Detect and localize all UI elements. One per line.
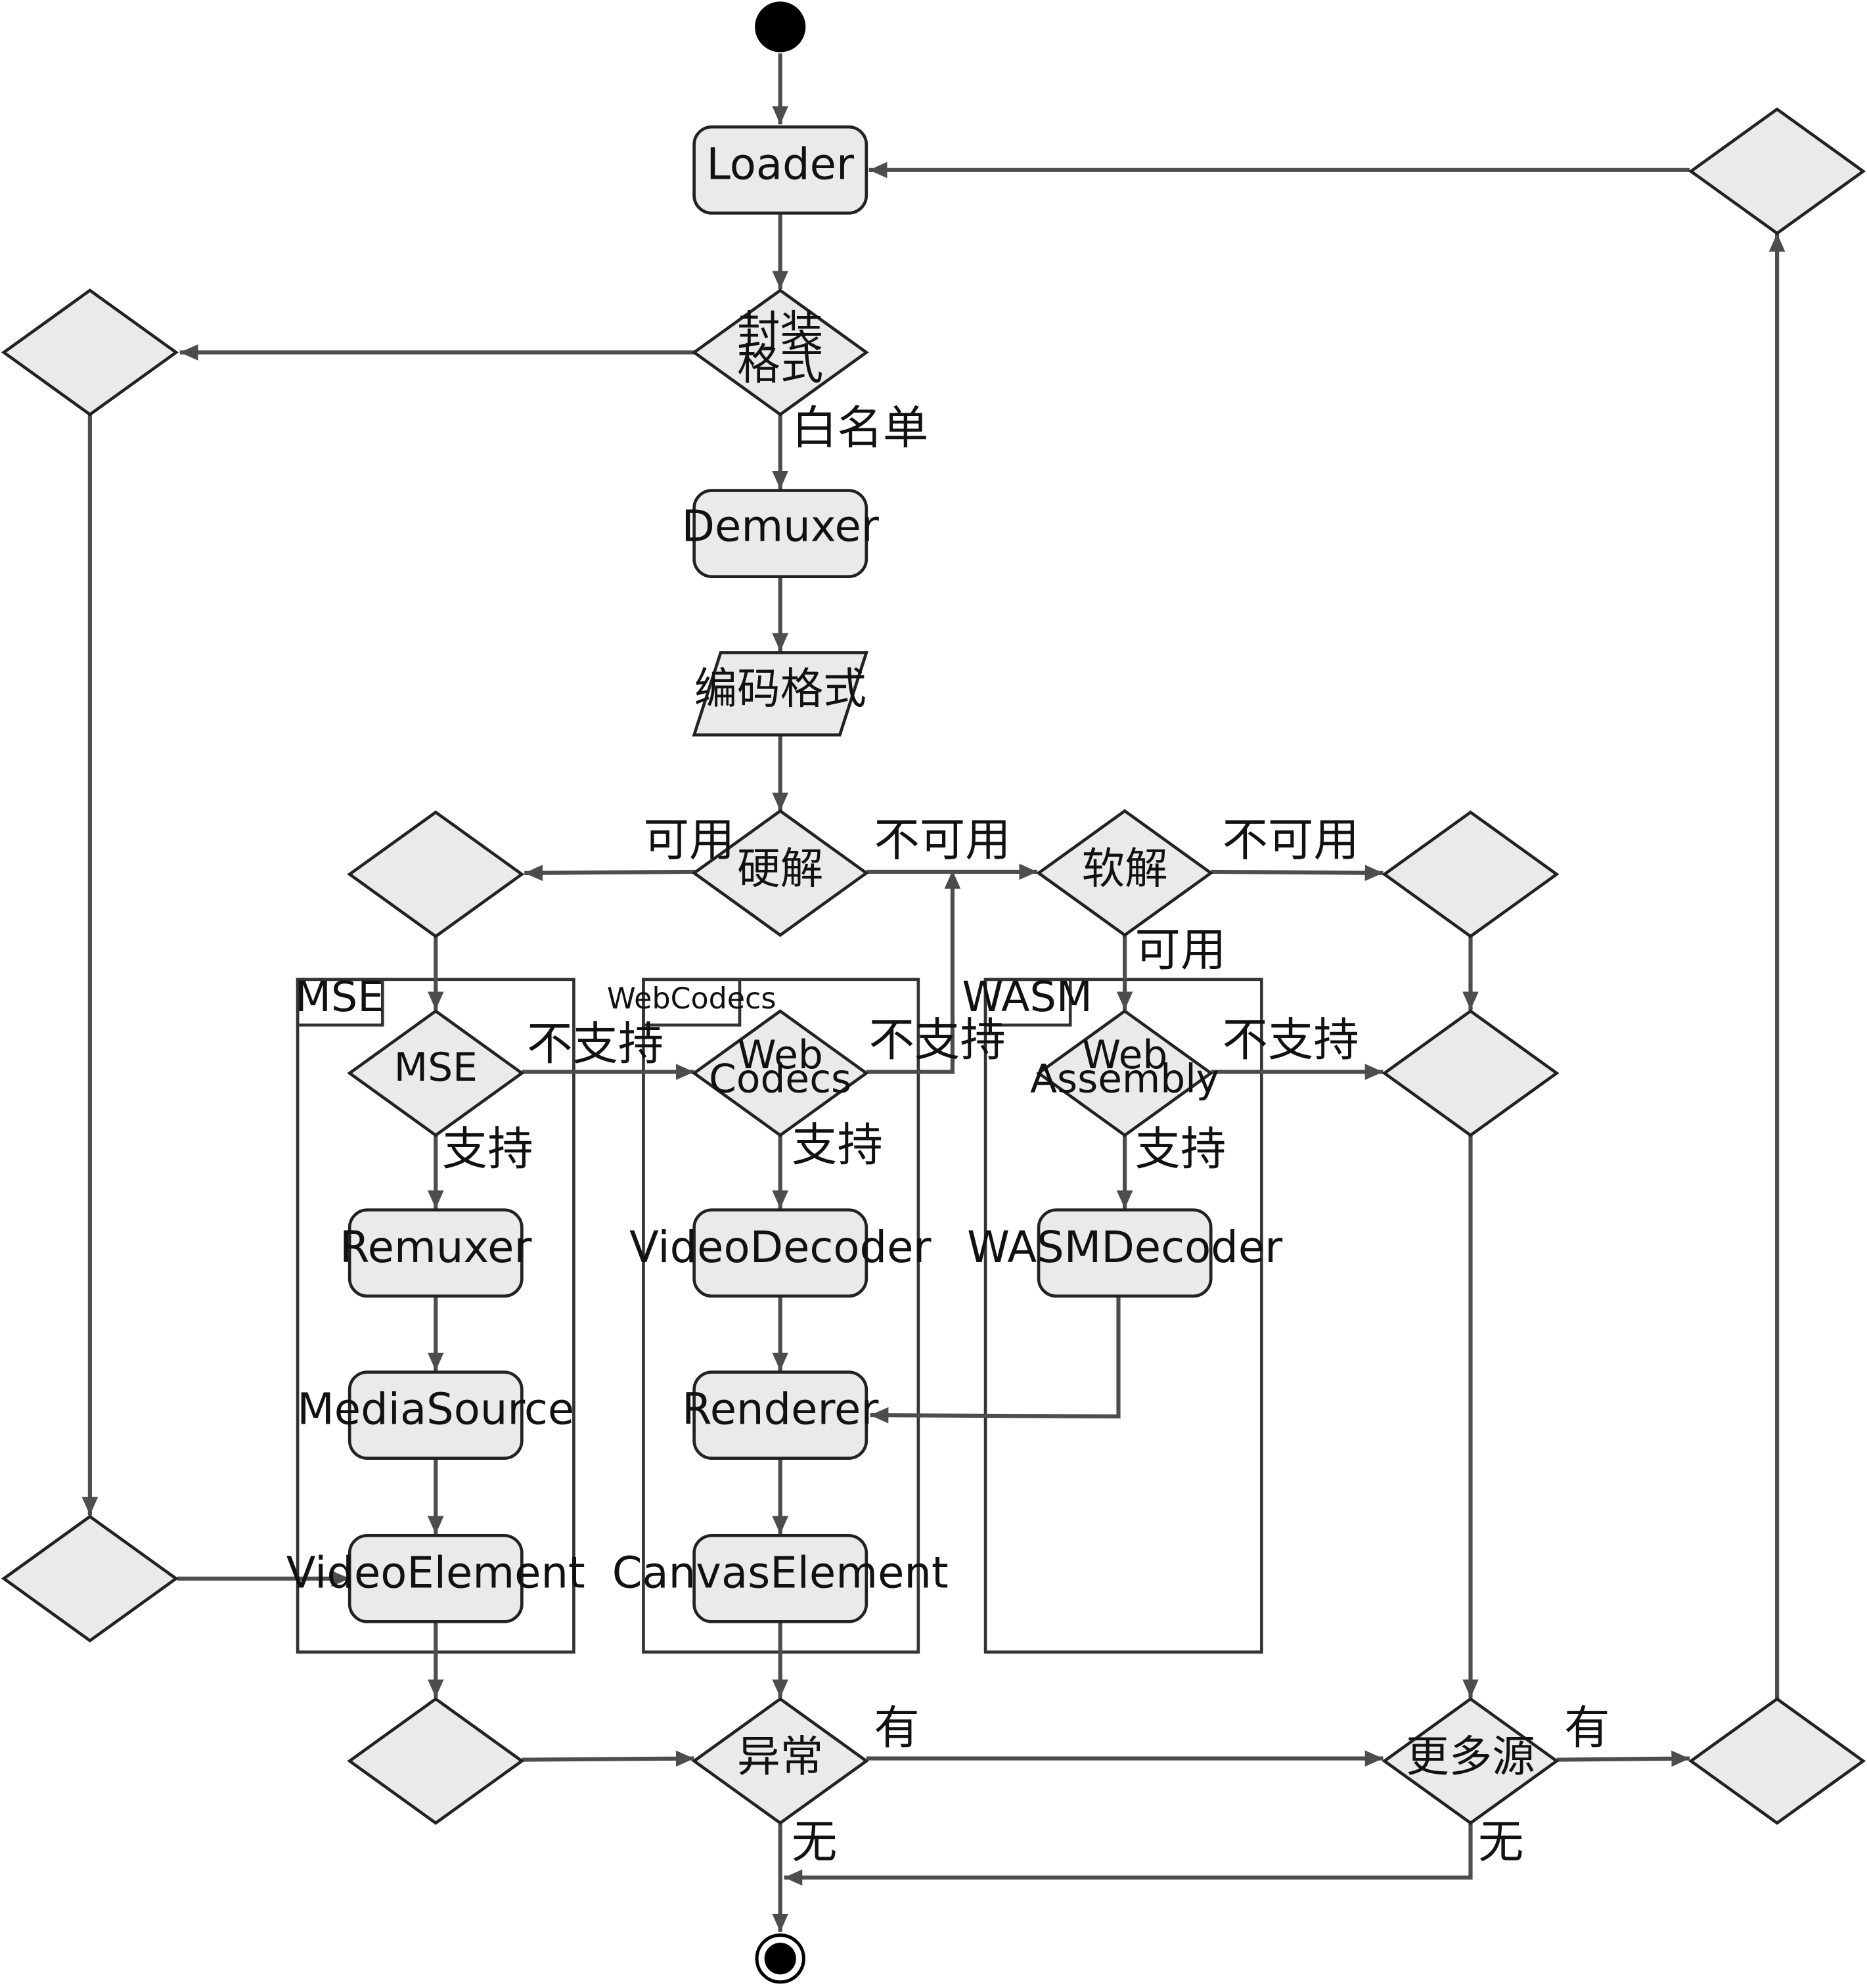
route-decision-mse [347, 810, 525, 939]
exception-label: 异常 [737, 1732, 823, 1782]
demuxer-label: Demuxer [682, 502, 879, 552]
software-decode-decision: 软解 [1036, 809, 1214, 938]
wasm-frame-title: WASM [962, 973, 1092, 1022]
edge-label-hw-available: 可用 [643, 814, 734, 867]
edge-label-wasm-supported: 支持 [1135, 1123, 1226, 1175]
mse-support-label: MSE [394, 1045, 478, 1091]
canvaselement-label: CanvasElement [612, 1548, 949, 1598]
route-decision-right-top [1382, 810, 1560, 939]
videoelement-label: VideoElement [286, 1548, 585, 1598]
renderer-node: Renderer [682, 1370, 878, 1460]
mediasource-node: MediaSource [297, 1370, 574, 1460]
edge-label-whitelist: 白名单 [792, 402, 928, 455]
retry-decision-bottom-right [1688, 1697, 1866, 1825]
mse-frame-title: MSE [295, 973, 384, 1022]
edge-label-exception-no: 无 [792, 1816, 837, 1868]
remuxer-label: Remuxer [340, 1223, 531, 1273]
wasmdecoder-node: WASMDecoder [967, 1208, 1282, 1298]
wasmdecoder-label: WASMDecoder [967, 1223, 1282, 1273]
videodecoder-node: VideoDecoder [629, 1208, 932, 1298]
edge-label-mse-unsupported: 不支持 [527, 1018, 664, 1070]
edge-label-sw-unavailable: 不可用 [1223, 814, 1359, 867]
edge-wasmdecoder-renderer [870, 1296, 1121, 1424]
webcodecs-frame-title: WebCodecs [607, 982, 776, 1016]
codec-format-label: 编码格式 [694, 664, 866, 714]
webcodecs-support-label-line2: Codecs [709, 1056, 851, 1102]
more-sources-label: 更多源 [1406, 1732, 1535, 1782]
merge-decision-right [1382, 1009, 1560, 1137]
merge-decision-bottom-left [1, 1514, 179, 1643]
edge-moresources-no [784, 1822, 1473, 1886]
hardware-decode-label: 硬解 [737, 844, 823, 893]
hardware-decode-decision: 硬解 [691, 809, 869, 938]
edge-label-wasm-unsupported: 不支持 [1223, 1014, 1359, 1067]
edge-label-mse-supported: 支持 [442, 1123, 533, 1175]
demuxer-node: Demuxer [682, 489, 879, 579]
edge-label-webcodecs-unsupported: 不支持 [869, 1014, 1006, 1067]
end-node [755, 1933, 805, 1984]
start-node [755, 1, 806, 53]
more-sources-decision: 更多源 [1382, 1697, 1560, 1825]
webcodecs-frame: WebCodecs [607, 978, 920, 1654]
edge-webcodecs-unsupported [866, 870, 961, 1074]
software-decode-label: 软解 [1082, 844, 1168, 893]
edge-hw-available [524, 865, 696, 882]
loader-label: Loader [706, 139, 854, 189]
codec-format-node: 编码格式 [692, 651, 868, 737]
edge-label-more-no: 无 [1478, 1816, 1523, 1868]
packaging-format-label-line2: 格式 [737, 340, 823, 390]
edge-label-sw-available: 可用 [1135, 924, 1226, 977]
packaging-format-label-line1: 封装 [737, 307, 823, 357]
webcodecs-support-label-line1: Web [738, 1033, 823, 1078]
canvaselement-node: CanvasElement [612, 1533, 949, 1623]
edge-merge-exception [522, 1750, 694, 1767]
webcodecs-support-decision: Web Codecs [691, 1009, 869, 1137]
edge-moresources-yes [1556, 1750, 1690, 1767]
videodecoder-label: VideoDecoder [629, 1223, 932, 1273]
edge-sw-unavailable [1211, 865, 1383, 882]
videoelement-node: VideoElement [286, 1533, 585, 1623]
fallback-decision-top-left [1, 288, 179, 417]
edges [81, 53, 1786, 1932]
remuxer-node: Remuxer [340, 1208, 531, 1298]
mse-support-decision: MSE [347, 1009, 525, 1137]
packaging-format-decision: 封装 格式 [691, 288, 869, 417]
edge-label-more-yes: 有 [1564, 1702, 1609, 1754]
mediasource-label: MediaSource [297, 1385, 574, 1435]
loader-node: Loader [692, 125, 868, 215]
renderer-label: Renderer [682, 1385, 878, 1435]
edge-label-exception-yes: 有 [874, 1702, 919, 1754]
wasm-support-label-line1: Web [1082, 1033, 1167, 1078]
edge-label-webcodecs-supported: 支持 [792, 1119, 883, 1172]
merge-decision-bottom-mse [347, 1697, 525, 1825]
wasm-support-label-line2: Assembly [1030, 1056, 1219, 1102]
retry-decision-top-right [1688, 107, 1866, 236]
edge-label-hw-unavailable: 不可用 [874, 814, 1010, 867]
exception-decision: 异常 [691, 1697, 869, 1825]
wasm-support-decision: Web Assembly [1030, 1009, 1219, 1137]
